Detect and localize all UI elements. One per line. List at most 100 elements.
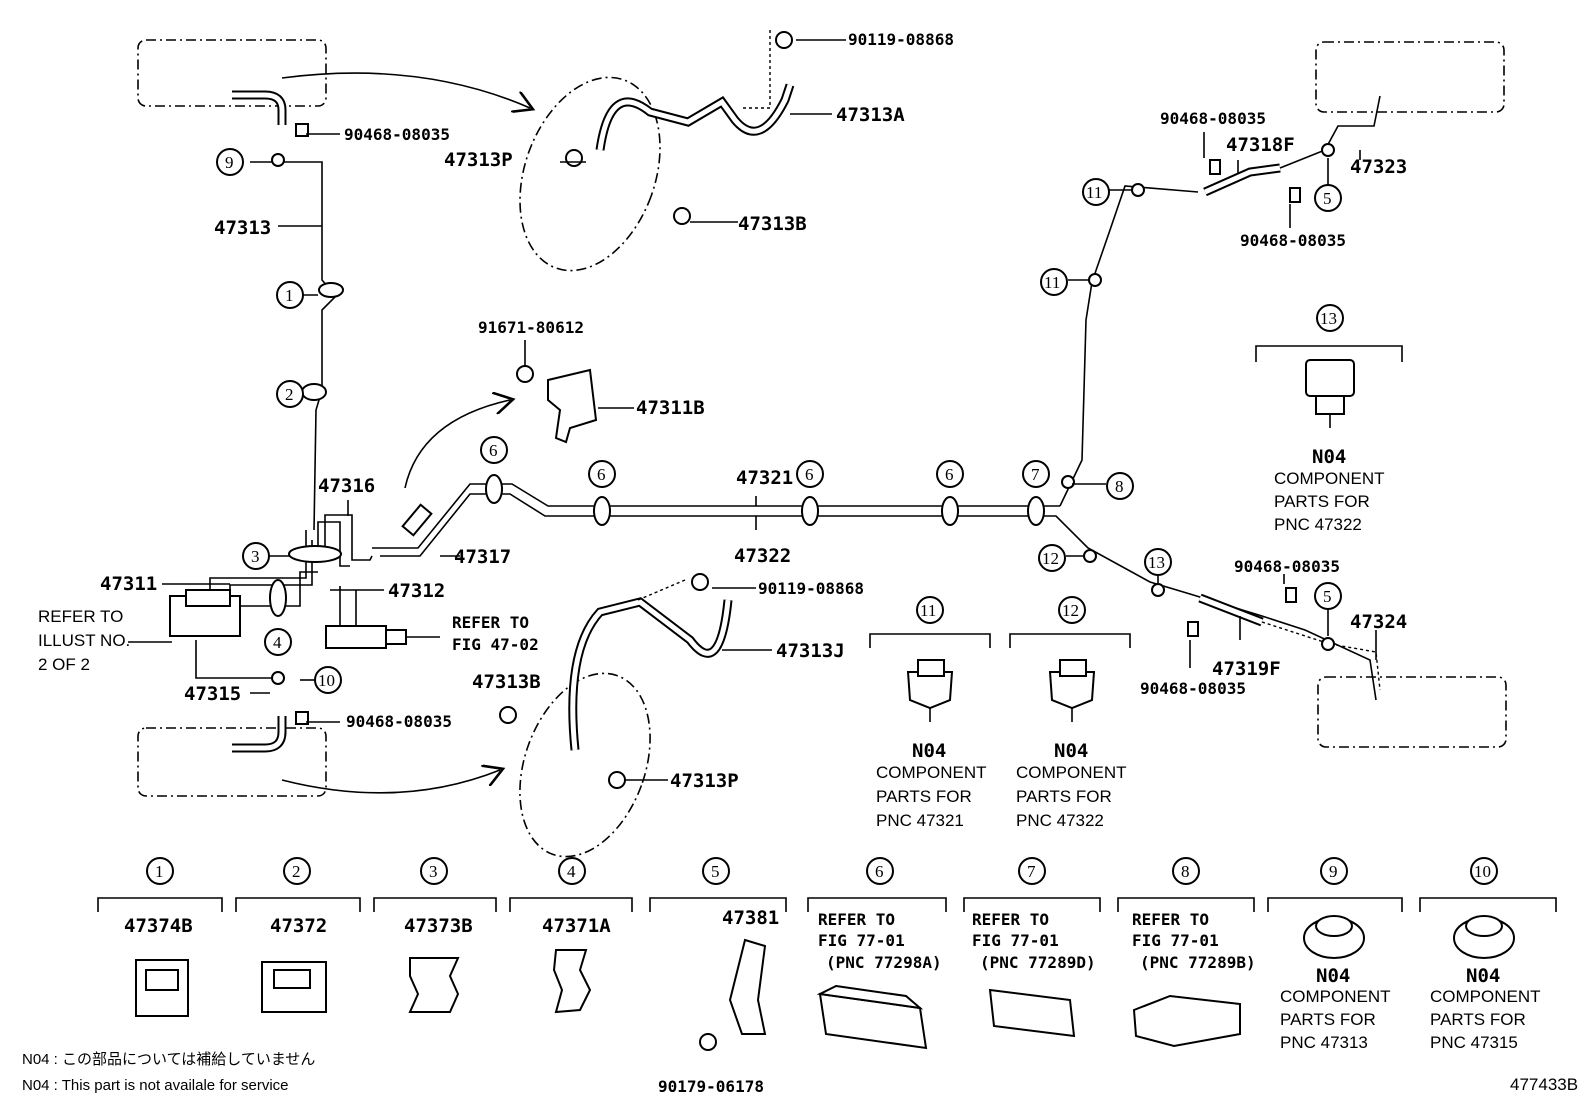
pipe-47315	[195, 640, 280, 679]
legend-6-r2: FIG 77-01	[818, 931, 905, 950]
group-12-num: 12	[1062, 601, 1079, 620]
legend-10-line1: COMPONENT	[1430, 987, 1541, 1006]
callout-5b: 5	[1323, 587, 1332, 606]
legend-3: 3 47373B	[373, 857, 497, 1013]
refer-illust-line3: 2 OF 2	[38, 655, 90, 674]
pipe-up-right	[1059, 185, 1199, 507]
label-90468-b: 90468-08035	[346, 712, 452, 731]
legend-5: 5 47381 90179-06178	[649, 857, 787, 1096]
group-12-line2: PARTS FOR	[1016, 787, 1112, 806]
arrow-middle	[404, 400, 510, 489]
group-11-line1: COMPONENT	[876, 763, 987, 782]
refer-illust-line1: REFER TO	[38, 607, 123, 626]
arrow-bottom	[281, 770, 500, 794]
legend-2-part: 47372	[270, 915, 327, 937]
group-13-line2: PARTS FOR	[1274, 492, 1370, 511]
legend-7-r3: (PNC 77289D)	[980, 953, 1096, 972]
group-12-line3: PNC 47322	[1016, 811, 1104, 830]
bracket-47311B	[547, 368, 598, 444]
label-47313B-top: 47313B	[738, 213, 807, 235]
group-13-line1: COMPONENT	[1274, 469, 1385, 488]
callout-11b: 11	[1044, 273, 1060, 292]
callout-11a: 11	[1086, 183, 1102, 202]
master-cylinder	[325, 625, 387, 649]
refer-fig-line2: FIG 47-02	[452, 635, 539, 654]
legend-8-r2: FIG 77-01	[1132, 931, 1219, 950]
legend-2-num: 2	[292, 862, 301, 881]
legend-8-r1: REFER TO	[1132, 910, 1209, 929]
label-90468-a: 90468-08035	[344, 125, 450, 144]
label-47317: 47317	[454, 546, 511, 568]
pipe-47323	[1279, 95, 1381, 169]
legend-10-line2: PARTS FOR	[1430, 1010, 1526, 1029]
group-13-line3: PNC 47322	[1274, 515, 1362, 534]
label-47311: 47311	[100, 573, 157, 595]
label-90468-d: 90468-08035	[1240, 231, 1346, 250]
legend-4-num: 4	[567, 862, 576, 881]
legend-8-r3: (PNC 77289B)	[1140, 953, 1256, 972]
ref-box-bottom-right	[1317, 676, 1507, 748]
callout-8: 8	[1115, 477, 1124, 496]
legend-8: 8 REFER TO FIG 77-01 (PNC 77289B)	[1117, 857, 1256, 1048]
legend-5-num: 5	[711, 862, 720, 881]
label-47311B: 47311B	[636, 397, 705, 419]
group-11-line2: PARTS FOR	[876, 787, 972, 806]
legend-7-r1: REFER TO	[972, 910, 1049, 929]
pipe-47322	[380, 493, 1377, 701]
legend-1-num: 1	[155, 862, 164, 881]
detail-ellipse-bottom	[519, 672, 651, 858]
label-90468-f: 90468-08035	[1140, 679, 1246, 698]
group-12-code: N04	[1054, 740, 1088, 762]
label-47319F: 47319F	[1212, 658, 1281, 680]
callout-9: 9	[225, 153, 234, 172]
legend-10-line3: PNC 47315	[1430, 1033, 1518, 1052]
callout-12: 12	[1042, 549, 1059, 568]
label-47321: 47321	[736, 467, 793, 489]
callout-4: 4	[273, 633, 282, 652]
legend-7-r2: FIG 77-01	[972, 931, 1059, 950]
legend-9-line2: PARTS FOR	[1280, 1010, 1376, 1029]
label-47312: 47312	[388, 580, 445, 602]
leader-lines	[162, 39, 1377, 781]
legend-2: 2 47372	[235, 857, 361, 1013]
refer-illust-line2: ILLUST NO.	[38, 631, 130, 650]
legend-9-code: N04	[1316, 965, 1350, 987]
label-47313: 47313	[214, 217, 271, 239]
component-group-13: 13 N04 COMPONENT PARTS FOR PNC 47322	[1255, 304, 1403, 534]
label-47313P-top: 47313P	[444, 149, 513, 171]
legend-4: 4 47371A	[509, 857, 633, 1014]
callout-6c: 6	[805, 465, 814, 484]
label-90468-e: 90468-08035	[1234, 557, 1340, 576]
fittings	[295, 31, 1301, 789]
legend-10-num: 10	[1474, 862, 1491, 881]
label-47324: 47324	[1350, 611, 1407, 633]
refer-fig-line1: REFER TO	[452, 613, 529, 632]
label-47318F: 47318F	[1226, 134, 1295, 156]
diagram-id: 477433B	[1510, 1075, 1578, 1094]
label-47313P-bot: 47313P	[670, 770, 739, 792]
legend-10: 10 N04 COMPONENT PARTS FOR PNC 47315	[1419, 857, 1557, 1052]
callout-7: 7	[1031, 465, 1040, 484]
legend-5-sub: 90179-06178	[658, 1077, 764, 1096]
callout-2: 2	[285, 385, 294, 404]
callout-6d: 6	[945, 465, 954, 484]
footnote-en: N04 : This part is not availale for serv…	[22, 1077, 289, 1094]
label-47322: 47322	[734, 545, 791, 567]
arrow-top	[281, 72, 530, 108]
group-12-line1: COMPONENT	[1016, 763, 1127, 782]
component-group-12: 12 N04 COMPONENT PARTS FOR PNC 47322	[1009, 596, 1131, 830]
label-47316: 47316	[318, 475, 375, 497]
label-47323: 47323	[1350, 156, 1407, 178]
callout-5a: 5	[1323, 189, 1332, 208]
group-13-num: 13	[1320, 309, 1337, 328]
ref-box-top-right	[1315, 41, 1505, 113]
group-11-line3: PNC 47321	[876, 811, 964, 830]
detail-ellipse-top	[519, 76, 661, 272]
legend-8-num: 8	[1181, 862, 1190, 881]
callout-6b: 6	[597, 465, 606, 484]
callout-13: 13	[1148, 553, 1165, 572]
legend-9-num: 9	[1329, 862, 1338, 881]
group-13-code: N04	[1312, 446, 1346, 468]
legend-4-part: 47371A	[542, 915, 611, 937]
